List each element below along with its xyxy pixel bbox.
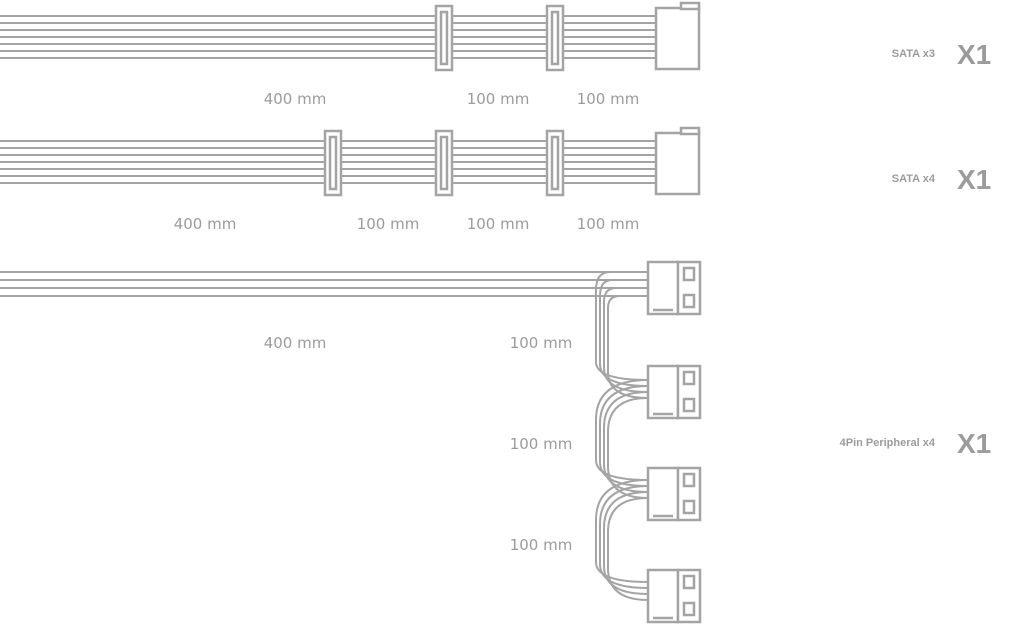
segment-length-label: 100 mm [510, 536, 573, 554]
molex-icon [646, 364, 702, 420]
cable-quantity: X1 [957, 39, 991, 70]
segment-length-label: 100 mm [577, 215, 640, 233]
sata-icon [654, 1, 701, 71]
molex-icon [646, 466, 702, 522]
peripheral-link-3-4 [595, 479, 649, 601]
segment-length-label: 400 mm [264, 90, 327, 108]
cable-name-label: SATA x4 [892, 173, 936, 185]
sata-icon [323, 129, 343, 197]
segment-length-label: 400 mm [264, 334, 327, 352]
segment-length-label: 100 mm [467, 215, 530, 233]
segment-length-label: 100 mm [467, 90, 530, 108]
sata-icon [654, 126, 701, 196]
molex-icon [646, 568, 702, 624]
sata-x3-wire-bundle [0, 15, 656, 59]
sata-icon [545, 4, 565, 72]
cable-quantity: X1 [957, 164, 991, 195]
cable-quantity: X1 [957, 428, 991, 459]
cable-name-label: 4Pin Peripheral x4 [840, 437, 936, 449]
peripheral-cable [0, 260, 702, 624]
segment-length-label: 400 mm [174, 215, 237, 233]
cable-name-label: SATA x3 [892, 48, 935, 60]
segment-length-label: 100 mm [510, 334, 573, 352]
segment-length-label: 100 mm [510, 435, 573, 453]
segment-length-label: 100 mm [577, 90, 640, 108]
sata-x3-cable [0, 1, 701, 72]
sata-icon [434, 4, 454, 72]
sata-x4-cable [0, 126, 701, 197]
molex-icon [646, 260, 702, 316]
sata-icon [545, 129, 565, 197]
segment-length-label: 100 mm [357, 215, 420, 233]
sata-icon [434, 129, 454, 197]
